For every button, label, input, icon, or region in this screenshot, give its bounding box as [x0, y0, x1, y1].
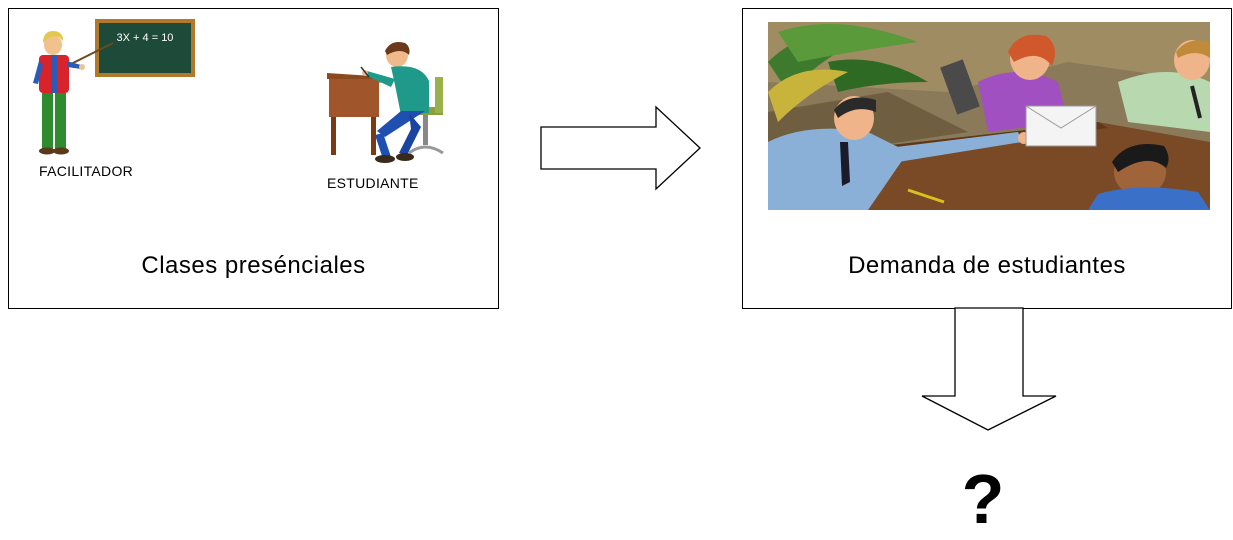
facilitador-label: FACILITADOR — [39, 163, 134, 179]
demanda-estudiantes-panel: Demanda de estudiantes — [742, 8, 1232, 309]
blackboard-equation: 3X + 4 = 10 — [117, 32, 174, 44]
student-writing-at-desk-icon — [327, 42, 444, 163]
clases-presenciales-panel: 3X + 4 = 10 FACILITADOR — [8, 8, 499, 309]
business-meeting-clipart-icon — [768, 22, 1210, 210]
teacher-at-blackboard-icon: 3X + 4 = 10 — [33, 19, 195, 155]
block-arrow-down-icon — [921, 307, 1057, 431]
blackboard — [99, 23, 191, 73]
question-mark-symbol: ? — [961, 460, 1005, 538]
estudiante-label: ESTUDIANTE — [327, 175, 419, 191]
clases-presenciales-caption: Clases presénciales — [141, 252, 366, 279]
block-arrow-right-icon — [540, 105, 701, 191]
demanda-estudiantes-caption: Demanda de estudiantes — [848, 252, 1126, 279]
